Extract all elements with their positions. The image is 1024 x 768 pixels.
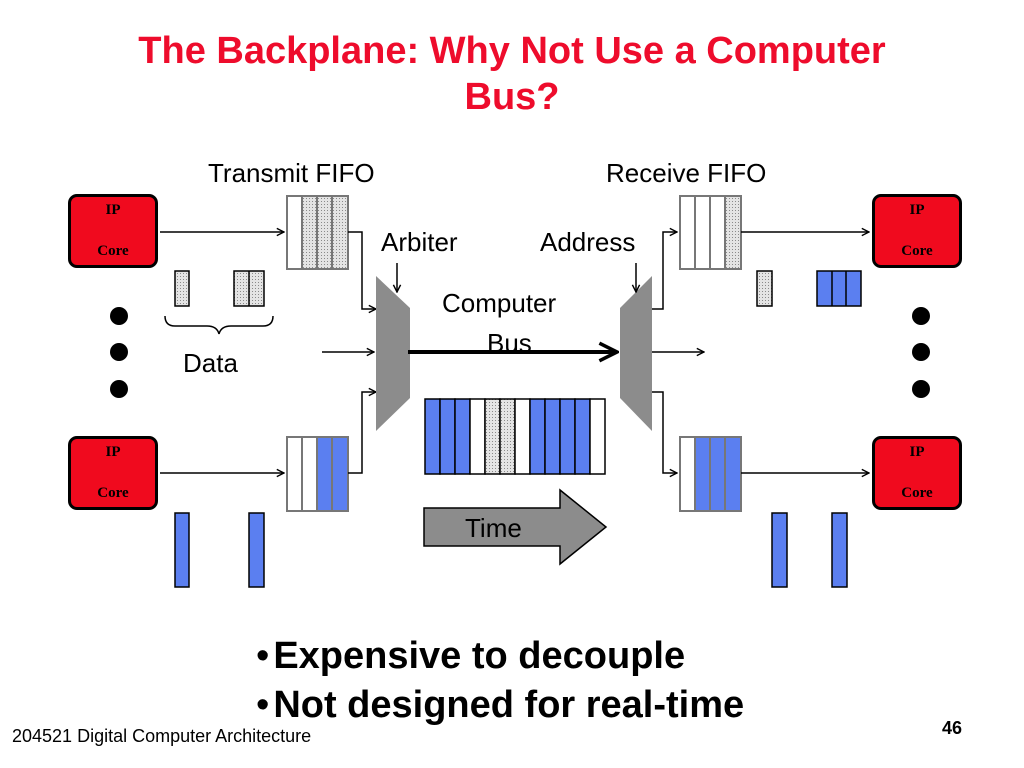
bullet-item: •Expensive to decouple bbox=[256, 635, 686, 677]
arrow-fifo-bottom-to-mux bbox=[348, 392, 376, 474]
bullet-list: •Expensive to decouple •Not designed for… bbox=[256, 632, 744, 730]
bullet-text: Not designed for real-time bbox=[273, 684, 745, 726]
data-bar-left-2 bbox=[248, 512, 265, 588]
ip-core-left-bottom: IP Core bbox=[68, 436, 158, 510]
data-label: Data bbox=[183, 348, 238, 378]
receive-fifo-label: Receive FIFO bbox=[606, 158, 767, 188]
time-arrow bbox=[423, 488, 608, 566]
arrow-mux-to-fifo-bottom bbox=[652, 391, 677, 473]
data-word-right-2 bbox=[816, 270, 862, 307]
data-word-left-1 bbox=[174, 270, 190, 307]
title-line-2: Bus? bbox=[464, 76, 560, 118]
address-label: Address bbox=[540, 227, 636, 257]
ellipsis-right bbox=[912, 307, 930, 398]
bullet-text: Expensive to decouple bbox=[273, 635, 686, 677]
ip-core-label: Core bbox=[901, 243, 933, 259]
slide-title: The Backplane: Why Not Use a Computer Bu… bbox=[20, 28, 1004, 120]
transmit-fifo-top bbox=[286, 195, 349, 270]
arbiter-mux bbox=[376, 276, 410, 431]
data-bar-right-1 bbox=[771, 512, 788, 588]
ellipsis-left bbox=[110, 307, 128, 398]
data-bar-right-2 bbox=[831, 512, 848, 588]
arrow-fifo-top-to-mux bbox=[348, 231, 376, 309]
arbiter-label: Arbiter bbox=[381, 227, 458, 257]
ip-core-label: IP bbox=[909, 444, 925, 460]
address-demux bbox=[620, 276, 652, 431]
bus-time-slots bbox=[424, 398, 606, 475]
arrow-mux-to-fifo-top bbox=[652, 232, 677, 310]
bullet-item: •Not designed for real-time bbox=[256, 684, 745, 726]
computer-bus-label-line2: Bus bbox=[487, 328, 532, 358]
transmit-fifo-label: Transmit FIFO bbox=[208, 158, 375, 188]
data-bar-left-1 bbox=[174, 512, 190, 588]
time-label: Time bbox=[465, 513, 522, 543]
data-brace bbox=[164, 315, 274, 335]
receive-fifo-bottom bbox=[679, 436, 742, 512]
ip-core-label: IP bbox=[105, 444, 121, 460]
computer-bus-label-line1: Computer bbox=[442, 288, 557, 318]
ip-core-label: IP bbox=[909, 202, 925, 218]
footer-course: 204521 Digital Computer Architecture bbox=[12, 726, 312, 746]
receive-fifo-top bbox=[679, 195, 742, 270]
page-number: 46 bbox=[942, 718, 963, 738]
ip-core-right-top: IP Core bbox=[872, 194, 962, 268]
transmit-fifo-bottom bbox=[286, 436, 349, 512]
ip-core-label: Core bbox=[901, 485, 933, 501]
ip-core-label: IP bbox=[105, 202, 121, 218]
data-word-right-1 bbox=[756, 270, 773, 307]
title-line-1: The Backplane: Why Not Use a Computer bbox=[138, 30, 886, 72]
ip-core-label: Core bbox=[97, 485, 129, 501]
ip-core-label: Core bbox=[97, 243, 129, 259]
ip-core-right-bottom: IP Core bbox=[872, 436, 962, 510]
ip-core-left-top: IP Core bbox=[68, 194, 158, 268]
